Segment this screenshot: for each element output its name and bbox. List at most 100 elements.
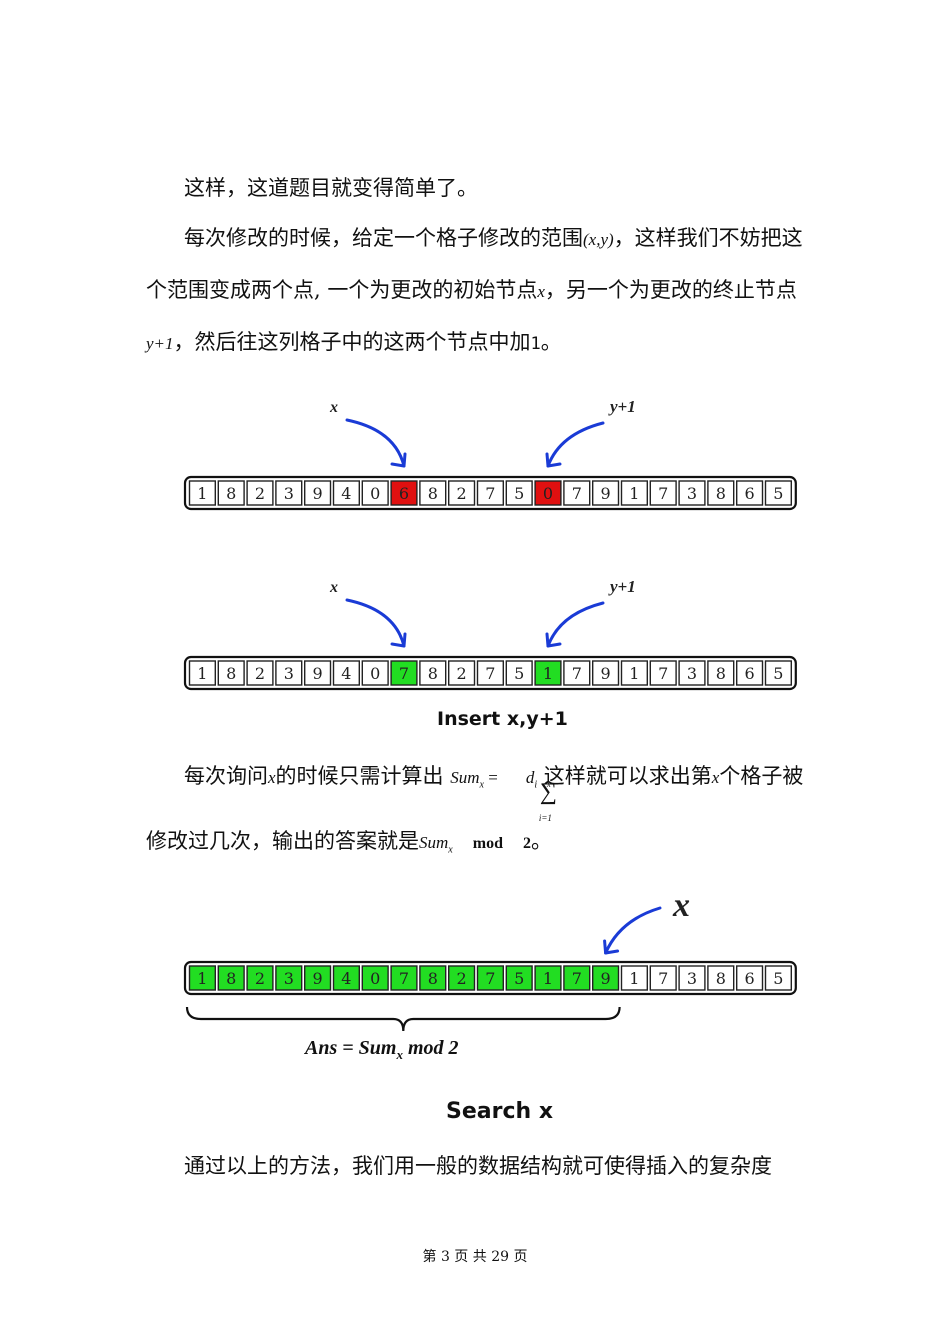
fig1-label-y1: y+1 — [608, 397, 636, 416]
fig2-label-x: x — [329, 579, 338, 596]
fig2-cell — [246, 660, 274, 686]
fig3-cell — [592, 965, 620, 991]
fig2-cell-value: 2 — [255, 664, 265, 683]
mod-two: 2 — [523, 835, 532, 853]
paragraph-intro-text: 这样，这道题目就变得简单了。 — [184, 176, 478, 200]
fig1-cell — [332, 480, 360, 506]
fig2-cell-value: 3 — [687, 664, 697, 683]
brace-label-sub: x — [396, 1047, 403, 1062]
paragraph-conclusion: 通过以上的方法，我们用一般的数据结构就可使得插入的复杂度 — [146, 1141, 816, 1191]
d-subscript: i — [534, 779, 538, 791]
fig1-cell-value: 7 — [572, 484, 582, 503]
fig3-frame — [183, 960, 797, 996]
fig3-cell-value: 7 — [572, 969, 582, 988]
math-x: x — [711, 768, 720, 787]
equals-sign: = — [488, 768, 498, 787]
fig1-cell-value: 5 — [514, 484, 524, 503]
fig1-cell-value: 8 — [428, 484, 438, 503]
fig1-cell-value: 6 — [745, 484, 755, 503]
fig3-cell-value: 9 — [601, 969, 611, 988]
math-x: x — [268, 768, 276, 787]
fig2-cell — [361, 660, 389, 686]
fig2-cell — [534, 660, 562, 686]
fig3-cell-value: 2 — [457, 969, 467, 988]
fig2-cell-value: 5 — [514, 664, 524, 683]
fig2-cell — [678, 660, 706, 686]
fig3-arrow-x — [604, 906, 662, 955]
fig2-cell-value: 2 — [457, 664, 467, 683]
fig2-arrow-x — [345, 598, 406, 648]
answer-subscript: x — [448, 844, 453, 856]
brace-label: Ans = Sumx mod 2 — [305, 1037, 459, 1063]
fig3-cell — [188, 965, 216, 991]
fig1-cell-value: 6 — [399, 484, 409, 503]
fig1-cell — [419, 480, 447, 506]
text-span: ，然后往这列格子中的这两个节点中加 — [173, 330, 531, 354]
sigma-glyph: ∑ — [539, 778, 557, 805]
fig1-cell-value: 9 — [313, 484, 323, 503]
paragraph-intro: 这样，这道题目就变得简单了。 — [146, 163, 816, 213]
fig1-cell-value: 8 — [226, 484, 236, 503]
d-i-term: di — [525, 768, 538, 791]
brace-label-main: Ans = Sum — [305, 1037, 397, 1059]
fig3-cell-value: 7 — [658, 969, 668, 988]
fig2-cell — [649, 660, 677, 686]
text-span: 个格子被修改过几次，输出的答案就是 — [146, 764, 804, 854]
paragraph-modify: 每次修改的时候，给定一个格子修改的范围(x,y)，这样我们不妨把这个范围变成两个… — [146, 213, 816, 369]
fig3-cell-value: 1 — [197, 969, 207, 988]
fig3-cell-value: 3 — [687, 969, 697, 988]
fig2-arrow-y1-head — [545, 632, 562, 648]
fig3-label-x: x — [672, 887, 690, 924]
fig3-cell-value: 8 — [428, 969, 438, 988]
fig1-cell-value: 3 — [687, 484, 697, 503]
fig1-cell — [246, 480, 274, 506]
fig1-cell-value: 1 — [197, 484, 207, 503]
fig1-cell-value: 4 — [341, 484, 351, 503]
fig2-cell — [217, 660, 245, 686]
fig2-cell-value: 6 — [745, 664, 755, 683]
fig3-cell-value: 1 — [629, 969, 639, 988]
fig3-cell — [620, 965, 648, 991]
summation-lower: i=1 — [538, 812, 552, 823]
search-caption: Search x — [446, 1099, 553, 1124]
fig1-cell-value: 0 — [543, 484, 553, 503]
fig3-cell — [217, 965, 245, 991]
fig1-cell — [188, 480, 216, 506]
fig1-cell — [649, 480, 677, 506]
fig2-cell — [620, 660, 648, 686]
text-span: 每次询问 — [184, 764, 268, 788]
sum-formula: Sumx = — [450, 768, 498, 790]
fig1-cell — [620, 480, 648, 506]
fig1-cell — [678, 480, 706, 506]
text-span: 。 — [531, 829, 553, 854]
fig3-cell — [678, 965, 706, 991]
fig1-cell-value: 8 — [716, 484, 726, 503]
fig3-cell — [332, 965, 360, 991]
sum-symbol: Sum — [450, 768, 480, 787]
fig1-cell — [476, 480, 504, 506]
text-span: ，另一个为更改的终止节点 — [544, 278, 797, 302]
fig2-cell-value: 1 — [197, 664, 207, 683]
fig1-cell-value: 2 — [457, 484, 467, 503]
fig2-cell-value: 4 — [341, 664, 351, 683]
fig2-cell — [707, 660, 735, 686]
fig1-cell — [390, 480, 418, 506]
fig1-cell — [304, 480, 332, 506]
fig1-cell — [534, 480, 562, 506]
fig1-cell — [563, 480, 591, 506]
number-one: 1 — [530, 334, 541, 354]
fig1-cell — [736, 480, 764, 506]
fig3-cell-value: 5 — [514, 969, 524, 988]
d-symbol: d — [525, 768, 535, 787]
fig1-cell — [592, 480, 620, 506]
brace-label-tail: mod 2 — [407, 1037, 459, 1059]
fig3-cell — [707, 965, 735, 991]
fig1-cell-value: 7 — [658, 484, 668, 503]
fig3-cell-value: 8 — [716, 969, 726, 988]
paragraph-conclusion-text: 通过以上的方法，我们用一般的数据结构就可使得插入的复杂度 — [184, 1154, 772, 1178]
fig1-cell-value: 2 — [255, 484, 265, 503]
math-x: x — [537, 282, 545, 301]
fig1-cell-value: 3 — [284, 484, 294, 503]
